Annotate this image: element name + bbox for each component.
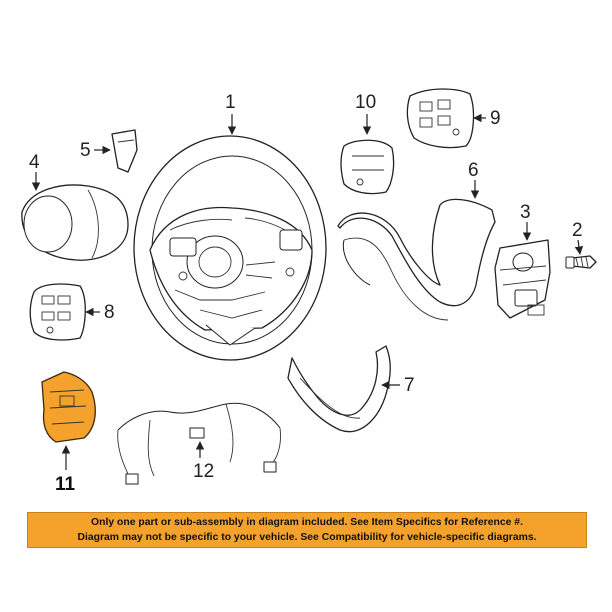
part-5-trim[interactable] — [111, 129, 138, 173]
callout-3: 3 — [520, 202, 531, 223]
callout-1: 1 — [225, 92, 236, 113]
part-7-lower-trim[interactable] — [287, 345, 391, 433]
part-4-airbag[interactable] — [21, 184, 129, 261]
callout-10: 10 — [355, 92, 376, 113]
part-9-right-switch[interactable] — [406, 88, 475, 149]
callout-5: 5 — [80, 140, 91, 161]
callout-8: 8 — [104, 302, 115, 323]
diagram-notice-banner: Only one part or sub-assembly in diagram… — [27, 512, 587, 548]
part-2-screw[interactable] — [565, 255, 597, 269]
callout-6: 6 — [468, 160, 479, 181]
callout-2: 2 — [572, 220, 583, 241]
part-8-left-switch[interactable] — [29, 283, 86, 341]
leader-2 — [574, 239, 584, 255]
notice-line-1: Only one part or sub-assembly in diagram… — [91, 517, 523, 528]
notice-line-2: Diagram may not be specific to your vehi… — [77, 532, 537, 543]
part-1-steering-wheel[interactable] — [133, 135, 327, 361]
callout-7: 7 — [404, 375, 415, 396]
callout-12: 12 — [193, 461, 214, 482]
part-12-wiring-harness[interactable] — [117, 402, 281, 485]
part-10-switch-bracket[interactable] — [340, 139, 395, 195]
callout-4: 4 — [29, 152, 40, 173]
part-11-highlighted-bracket[interactable] — [41, 371, 96, 443]
callout-11: 11 — [55, 474, 76, 495]
callout-9: 9 — [490, 108, 501, 129]
part-6-lower-bezel[interactable] — [337, 198, 496, 321]
part-3-clockspring[interactable] — [494, 239, 551, 319]
